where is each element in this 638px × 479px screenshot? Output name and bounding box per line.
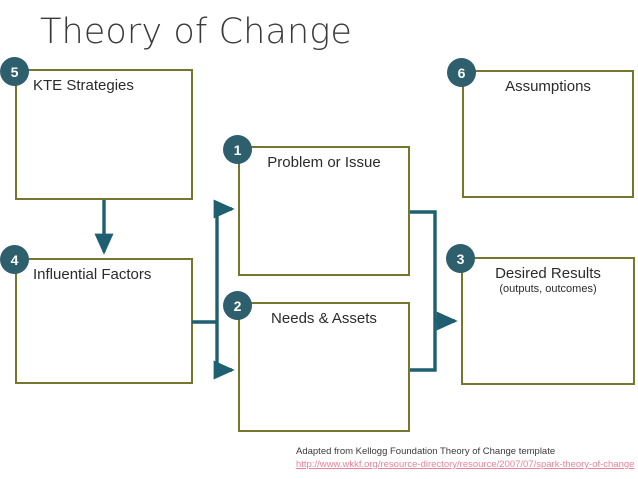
badge-6: 6 [447,58,476,87]
caption-text: Adapted from Kellogg Foundation Theory o… [296,446,556,457]
box-assumptions-label: Assumptions [505,78,591,95]
box-influential-factors-label: Influential Factors [33,266,152,283]
caption-source-link[interactable]: http://www.wkkf.org/resource-directory/r… [296,458,635,470]
caption: Adapted from Kellogg Foundation Theory o… [296,446,634,472]
badge-4: 4 [0,245,29,274]
box-needs-and-assets-label: Needs & Assets [271,310,377,327]
box-desired-results-title: Desired Results [495,265,601,282]
badge-1: 1 [223,135,252,164]
arrow-influential-to-needs [213,322,235,380]
box-problem-or-issue: Problem or Issue [238,146,410,276]
box-kte-strategies-label: KTE Strategies [33,77,134,94]
box-influential-factors: Influential Factors [15,258,193,384]
badge-2: 2 [223,291,252,320]
box-kte-strategies: KTE Strategies [15,69,193,200]
arrow-problem-merge [410,210,437,372]
box-problem-or-issue-label: Problem or Issue [267,154,381,171]
box-desired-results: Desired Results (outputs, outcomes) [461,257,635,385]
page-title: Theory of Change [40,12,352,52]
badge-3: 3 [446,244,475,273]
box-desired-results-label: Desired Results (outputs, outcomes) [463,265,633,296]
box-desired-results-sublabel: (outputs, outcomes) [499,283,597,296]
box-needs-and-assets: Needs & Assets [238,302,410,432]
box-assumptions: Assumptions [462,70,634,198]
badge-5: 5 [0,57,29,86]
